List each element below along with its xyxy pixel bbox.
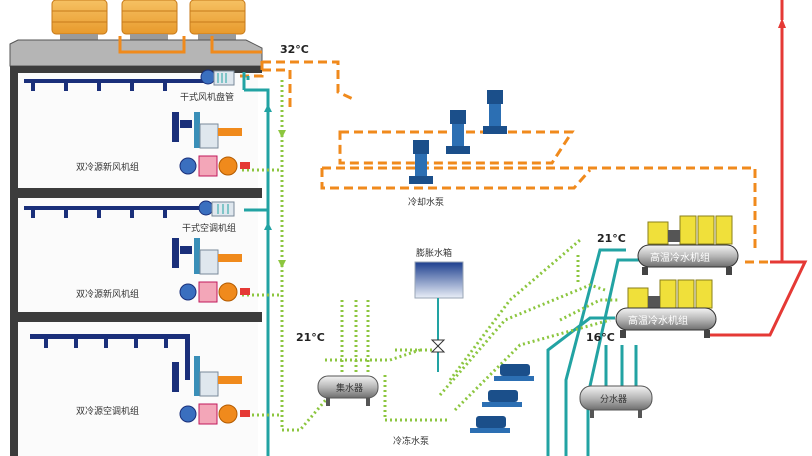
arrow-green-down-2 <box>278 260 286 268</box>
expansion-valve <box>430 339 446 353</box>
cooling-towers <box>51 0 246 40</box>
chiller-2: 高温冷水机组 <box>615 279 717 338</box>
arrow-chilled-up <box>264 104 272 112</box>
label-ac-unit: 双冷源空调机组 <box>76 405 139 417</box>
cooling-pump-2 <box>446 110 470 154</box>
label-collector: 集水器 <box>336 382 363 394</box>
label-dry-fan-coil: 干式风机盘管 <box>180 91 234 103</box>
ceiling-duct-floor-2 <box>24 206 204 218</box>
ac-unit-floor-2 <box>198 200 235 217</box>
arrow-chilled-up-2 <box>264 222 272 230</box>
chilled-pump-3 <box>470 416 510 433</box>
cooling-water-supply <box>118 36 262 54</box>
temp-chilled-return-right: 21°C <box>597 232 626 245</box>
ac-unit-floor-3 <box>172 356 250 425</box>
distributor: 分水器 <box>579 345 653 418</box>
cooling-pump-3 <box>483 90 507 134</box>
label-chiller-2: 高温冷水机组 <box>628 314 688 327</box>
label-chilled-pump: 冷冻水泵 <box>393 435 429 447</box>
chilled-pump-2 <box>482 390 522 407</box>
label-cooling-pump: 冷却水泵 <box>408 196 444 208</box>
fan-coil-unit-floor-1 <box>200 69 235 86</box>
expansion-tank <box>414 261 464 299</box>
label-fresh-air-unit-2: 双冷源新风机组 <box>76 288 139 300</box>
cooling-tower-2 <box>121 0 178 40</box>
collector: 集水器 <box>317 375 379 406</box>
fresh-air-unit-floor-1 <box>172 112 250 177</box>
temp-cooling-supply: 32°C <box>280 43 309 56</box>
label-expansion-tank: 膨胀水箱 <box>416 247 452 259</box>
label-chiller-1: 高温冷水机组 <box>650 251 710 264</box>
label-distributor: 分水器 <box>600 393 627 405</box>
cooling-tower-1 <box>51 0 108 40</box>
chiller-1: 高温冷水机组 <box>637 215 739 275</box>
label-dry-ac-unit: 干式空调机组 <box>182 222 236 234</box>
label-fresh-air-unit-1: 双冷源新风机组 <box>76 161 139 173</box>
ceiling-duct-floor-3 <box>30 334 190 380</box>
cooling-pump-1 <box>409 140 433 184</box>
fresh-air-unit-floor-2 <box>172 238 250 303</box>
chilled-water-loop <box>242 72 640 456</box>
arrow-green-down <box>278 130 286 138</box>
temp-chilled-supply: 16°C <box>586 331 615 344</box>
ceiling-duct-floor-1 <box>24 79 204 91</box>
heat-rejection-line <box>705 0 808 337</box>
temp-chilled-return-left: 21°C <box>296 331 325 344</box>
cooling-tower-3 <box>189 0 246 40</box>
chilled-pump-1 <box>494 364 534 381</box>
